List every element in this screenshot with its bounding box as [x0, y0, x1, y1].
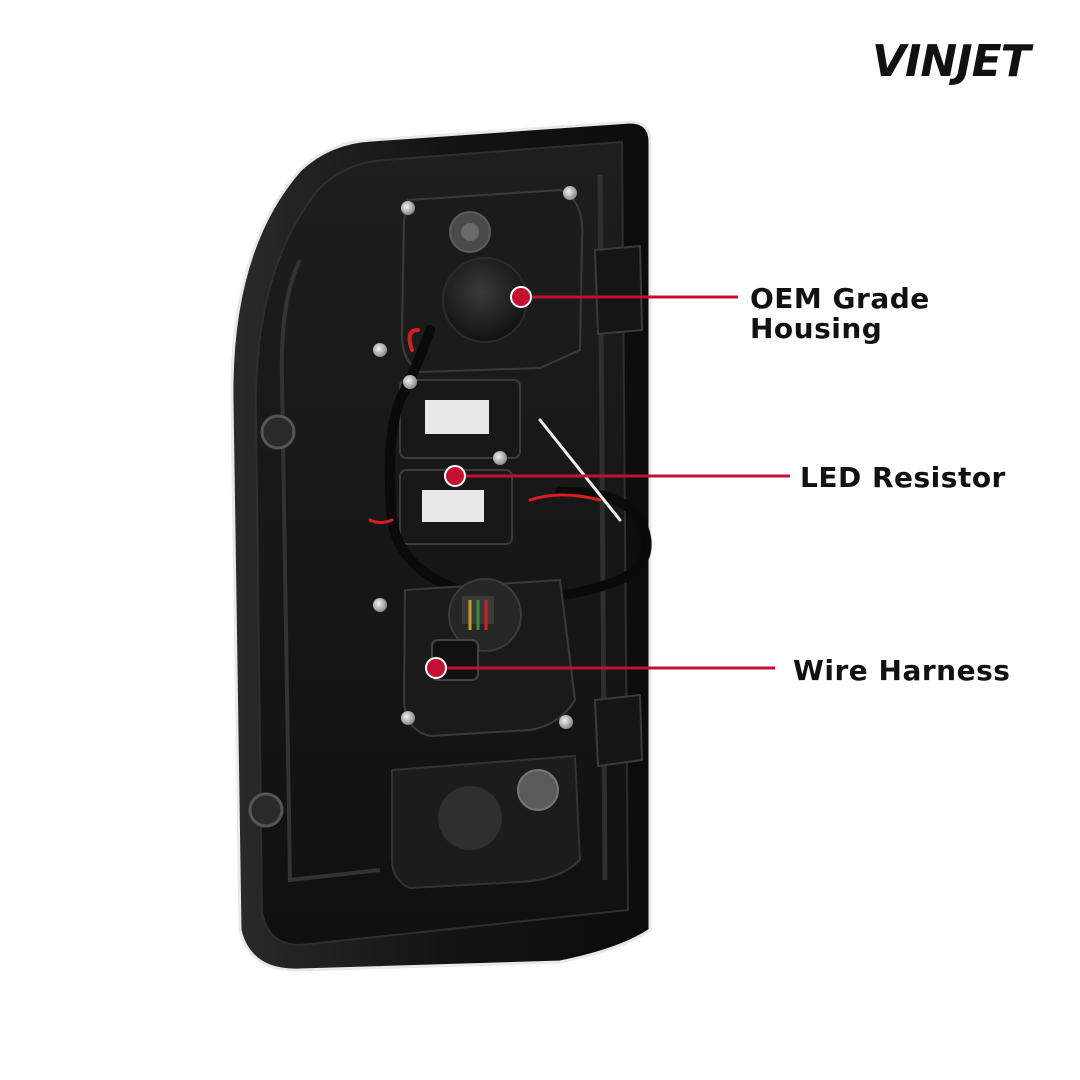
mounting-clips	[248, 244, 644, 828]
callout-label-resistor: LED Resistor	[800, 461, 1006, 494]
callout-label-housing-line1: OEM Grade	[750, 282, 930, 315]
marker-dot-housing	[510, 286, 532, 308]
bottom-reflector	[391, 754, 582, 890]
brand-logo-text: VINJET	[872, 24, 1031, 100]
marker-dot-harness	[425, 657, 447, 679]
callout-housing	[510, 286, 738, 308]
callout-label-harness: Wire Harness	[793, 654, 1011, 687]
callout-resistor	[444, 465, 790, 487]
screws	[373, 186, 577, 729]
marker-dot-resistor	[444, 465, 466, 487]
housing-module	[400, 188, 584, 374]
lower-socket	[402, 578, 577, 738]
callout-harness	[425, 657, 775, 679]
led-resistor-boxes	[399, 379, 521, 545]
logo-text: VINJET	[872, 36, 1031, 87]
brand-logo: VINJET	[872, 24, 1052, 100]
callout-label-housing-line2: Housing	[750, 312, 883, 345]
callout-label-housing: OEM Grade Housing	[750, 284, 1010, 344]
